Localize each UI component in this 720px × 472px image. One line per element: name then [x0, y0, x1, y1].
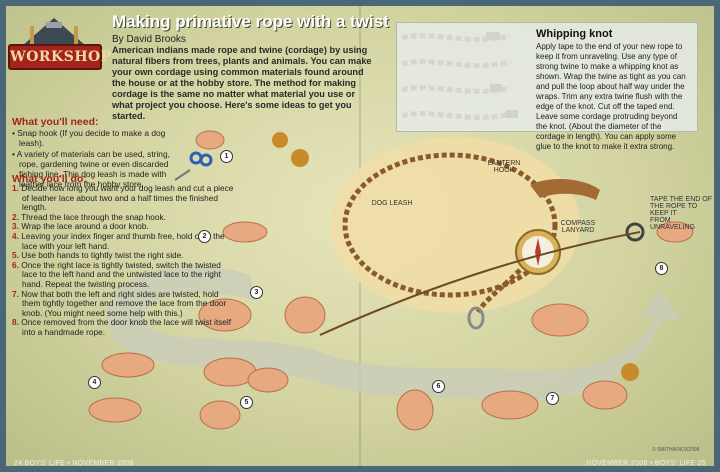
footer-right: NOVEMBER 2008 • BOYS' LIFE 25	[586, 460, 706, 467]
needs-item: • A variety of materials can be used, st…	[12, 149, 170, 189]
tape-roll	[625, 222, 645, 242]
step-item: 7. Now that both the left and right side…	[12, 288, 227, 318]
step-marker: 5	[240, 396, 253, 409]
byline: By David Brooks	[112, 34, 186, 45]
twisted-rope	[319, 231, 641, 336]
step-marker: 6	[432, 380, 445, 393]
step-item: 4. Leaving your index finger and thumb f…	[12, 230, 225, 251]
dog-leash-loop	[342, 152, 558, 298]
scissors-icon	[174, 151, 213, 181]
logo-text: WORKSHOP	[8, 44, 111, 70]
steps-heading: What you'll do:	[12, 173, 87, 185]
workshop-logo: WORKSHOP	[6, 14, 111, 76]
step-item: 1. Decide how long you want your dog lea…	[12, 183, 234, 213]
tape-note-label: TAPE THE END OF THE ROPE TO KEEP IT FROM…	[650, 196, 712, 231]
step-item: 2. Thread the lace through the snap hook…	[12, 211, 166, 222]
step-item: 5. Use both hands to tightly twist the r…	[12, 250, 184, 261]
needs-list: • Snap hook (If you decide to make a dog…	[12, 128, 190, 190]
dog-leash-tail	[475, 268, 522, 314]
lantern-hook-label: LANTERN HOOK	[487, 160, 521, 174]
dog-leash-label: DOG LEASH	[371, 200, 413, 207]
step-marker: 3	[250, 286, 263, 299]
leash-glow	[330, 137, 580, 313]
whipping-knot-text: Apply tape to the end of your new rope t…	[536, 42, 686, 151]
steps-list: 1. Decide how long you want your dog lea…	[12, 183, 234, 338]
needs-item: • Snap hook (If you decide to make a dog…	[12, 128, 166, 148]
step-marker: 8	[655, 262, 668, 275]
step-marker: 4	[88, 376, 101, 389]
whipping-knot-title: Whipping knot	[536, 28, 613, 40]
whipping-knot-box	[396, 22, 698, 132]
needs-heading: What you'll need:	[12, 116, 99, 128]
hands	[88, 130, 694, 431]
step-item: 6. Once the right lace is tightly twiste…	[12, 259, 221, 289]
step-marker: 7	[546, 392, 559, 405]
footer-left: 24 BOYS' LIFE • NOVEMBER 2008	[14, 460, 134, 467]
page-title: Making primative rope with a twist	[112, 12, 389, 31]
intro-paragraph: American indians made rope and twine (co…	[112, 45, 372, 121]
snap-hook	[467, 306, 485, 330]
lantern-hook	[530, 178, 600, 200]
door-knobs	[272, 132, 639, 381]
step-marker: 2	[198, 230, 211, 243]
illustration-credit: © SMITH/KNOX2008	[652, 447, 700, 453]
tools-icon	[22, 18, 86, 46]
step-item: 8. Once removed from the door knob the l…	[12, 317, 232, 337]
step-marker: 1	[220, 150, 233, 163]
step-item: 3. Wrap the lace around a door knob.	[12, 221, 149, 232]
compass-lanyard-label: COMPASS LANYARD	[560, 220, 596, 234]
